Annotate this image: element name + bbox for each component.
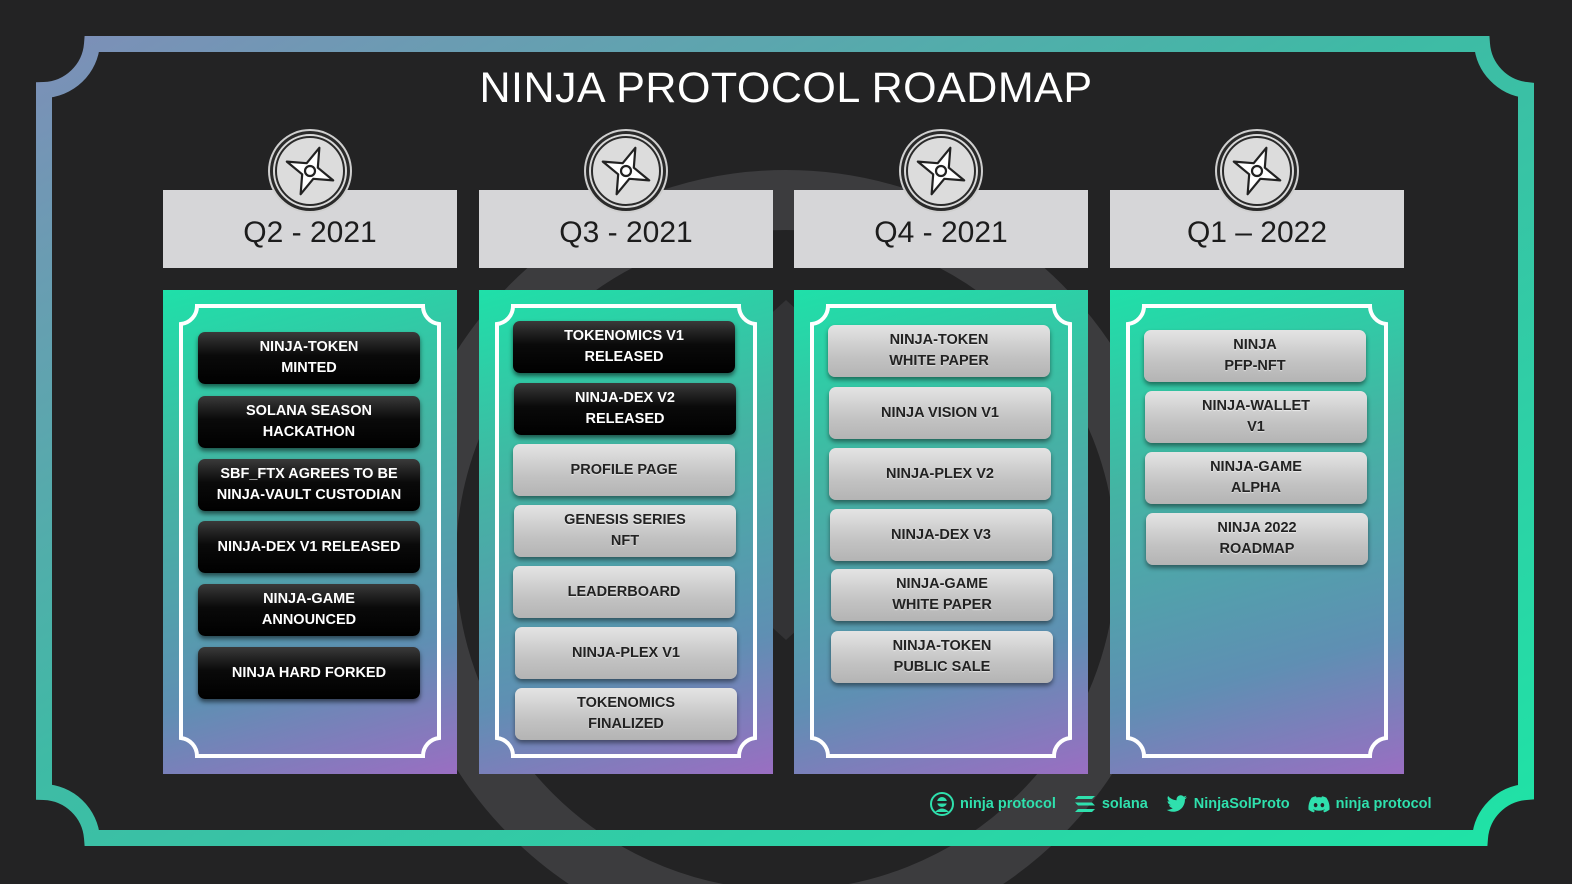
milestone-card: NINJA-GAME WHITE PAPER xyxy=(831,569,1053,621)
milestone-card: NINJA-GAME ANNOUNCED xyxy=(198,584,420,636)
milestone-card: GENESIS SERIES NFT xyxy=(514,505,736,557)
milestone-card: NINJA-DEX V1 RELEASED xyxy=(198,521,420,573)
footer-label: ninja protocol xyxy=(1335,796,1432,812)
footer-label: ninja protocol xyxy=(960,796,1056,812)
milestone-card: NINJA VISION V1 xyxy=(829,387,1051,439)
milestone-card: LEADERBOARD xyxy=(513,566,735,618)
panel-ornament-frame xyxy=(479,290,773,774)
milestone-card: NINJA-PLEX V1 xyxy=(515,627,737,679)
footer-label: solana xyxy=(1101,796,1148,812)
social-footer: ninja protocol solana NinjaSolProto ninj… xyxy=(930,792,1432,816)
milestone-card: NINJA-PLEX V2 xyxy=(829,448,1051,500)
milestone-card: NINJA PFP-NFT xyxy=(1144,330,1366,382)
milestone-card: TOKENOMICS FINALIZED xyxy=(515,688,737,740)
footer-ninja-link[interactable]: ninja protocol xyxy=(930,792,1056,816)
solana-icon xyxy=(1074,796,1095,812)
milestone-card: TOKENOMICS V1 RELEASED xyxy=(513,321,735,373)
milestone-card: NINJA-TOKEN WHITE PAPER xyxy=(828,325,1050,377)
milestone-card: NINJA-TOKEN PUBLIC SALE xyxy=(831,631,1053,683)
milestone-card: SBF_FTX AGREES TO BE NINJA-VAULT CUSTODI… xyxy=(198,459,420,511)
shuriken-icon xyxy=(1220,134,1294,208)
milestone-card: SOLANA SEASON HACKATHON xyxy=(198,396,420,448)
milestone-card: NINJA-DEX V2 RELEASED xyxy=(514,383,736,435)
milestone-card: PROFILE PAGE xyxy=(513,444,735,496)
panel-ornament-frame xyxy=(794,290,1088,774)
shuriken-icon xyxy=(273,134,347,208)
panel-ornament-frame xyxy=(1110,290,1404,774)
milestone-card: NINJA-WALLET V1 xyxy=(1145,391,1367,443)
milestone-card: NINJA-TOKEN MINTED xyxy=(198,332,420,384)
footer-twitter-link[interactable]: NinjaSolProto xyxy=(1166,795,1290,813)
milestone-card: NINJA 2022 ROADMAP xyxy=(1146,513,1368,565)
milestone-card: NINJA HARD FORKED xyxy=(198,647,420,699)
shuriken-icon xyxy=(589,134,663,208)
milestone-card: NINJA-DEX V3 xyxy=(830,509,1052,561)
footer-label: NinjaSolProto xyxy=(1193,796,1290,812)
milestone-card: NINJA-GAME ALPHA xyxy=(1145,452,1367,504)
twitter-icon xyxy=(1166,795,1187,812)
discord-icon xyxy=(1308,795,1330,812)
shuriken-icon xyxy=(904,134,978,208)
page-title: NINJA PROTOCOL ROADMAP xyxy=(479,64,1093,112)
ninja-logo-icon xyxy=(930,792,954,816)
footer-discord-link[interactable]: ninja protocol xyxy=(1308,795,1432,813)
panel-ornament-frame xyxy=(163,290,457,774)
footer-solana-link[interactable]: solana xyxy=(1074,795,1148,813)
